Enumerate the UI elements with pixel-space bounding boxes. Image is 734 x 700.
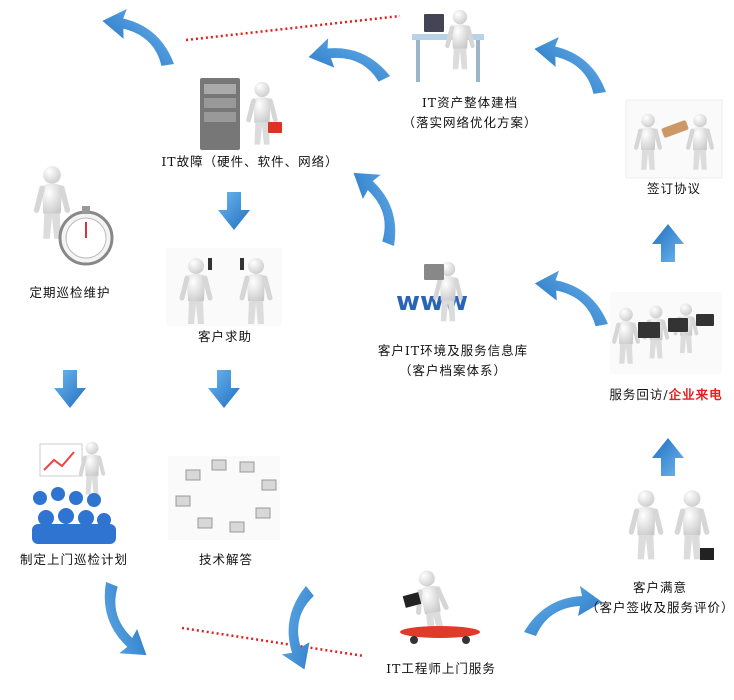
call-center-illustration xyxy=(610,292,722,374)
label-info-base: 客户IT环境及服务信息库 （客户档案体系） xyxy=(377,343,529,378)
www-illustration: www xyxy=(396,262,468,321)
label-customer-help: 客户求助 xyxy=(197,329,252,344)
arrow-fault-to-help xyxy=(218,192,250,230)
label-it-asset: IT资产整体建档 （落实网络优化方案） xyxy=(402,95,538,130)
arrow-tech-to-service xyxy=(262,584,337,676)
handshake-illustration xyxy=(631,490,714,560)
dotted-line-top xyxy=(185,14,401,42)
person-at-desk-illustration xyxy=(412,10,484,82)
label-inspection-plan: 制定上门巡检计划 xyxy=(19,552,128,567)
arrow-asset-to-fault xyxy=(306,30,391,91)
sign-agreement-illustration xyxy=(625,99,723,179)
arrow-inspection-to-plan xyxy=(54,370,86,408)
arrow-callback-to-sign xyxy=(652,224,684,262)
server-doctor-illustration xyxy=(200,78,282,150)
label-callback: 服务回访/企业来电 xyxy=(609,387,723,402)
arrow-plan-to-service xyxy=(76,578,169,668)
stopwatch-illustration xyxy=(37,166,114,266)
arrow-satisfaction-to-callback xyxy=(652,438,684,476)
label-it-fault: IT故障（硬件、软件、网络） xyxy=(161,154,339,169)
skateboard-illustration xyxy=(400,568,480,644)
label-sign-agreement: 签订协议 xyxy=(646,181,701,196)
arrow-callback-to-info xyxy=(530,267,615,328)
label-regular-inspection: 定期巡检维护 xyxy=(29,285,111,300)
label-satisfaction: 客户满意 （客户签收及服务评价） xyxy=(586,580,734,615)
computer-circle-illustration xyxy=(168,456,280,540)
crowd-presentation-illustration xyxy=(32,442,116,544)
svg-text:www: www xyxy=(396,287,468,317)
arrow-sign-to-asset xyxy=(528,33,614,96)
label-onsite-service: IT工程师上门服务 xyxy=(386,661,496,676)
arrow-fault-to-inspection xyxy=(96,5,182,68)
arrow-help-to-tech xyxy=(208,370,240,408)
phone-call-illustration xyxy=(166,248,282,326)
dotted-line-bottom xyxy=(181,626,365,658)
label-tech-answer: 技术解答 xyxy=(198,552,253,567)
arrow-info-to-fault xyxy=(331,160,424,250)
